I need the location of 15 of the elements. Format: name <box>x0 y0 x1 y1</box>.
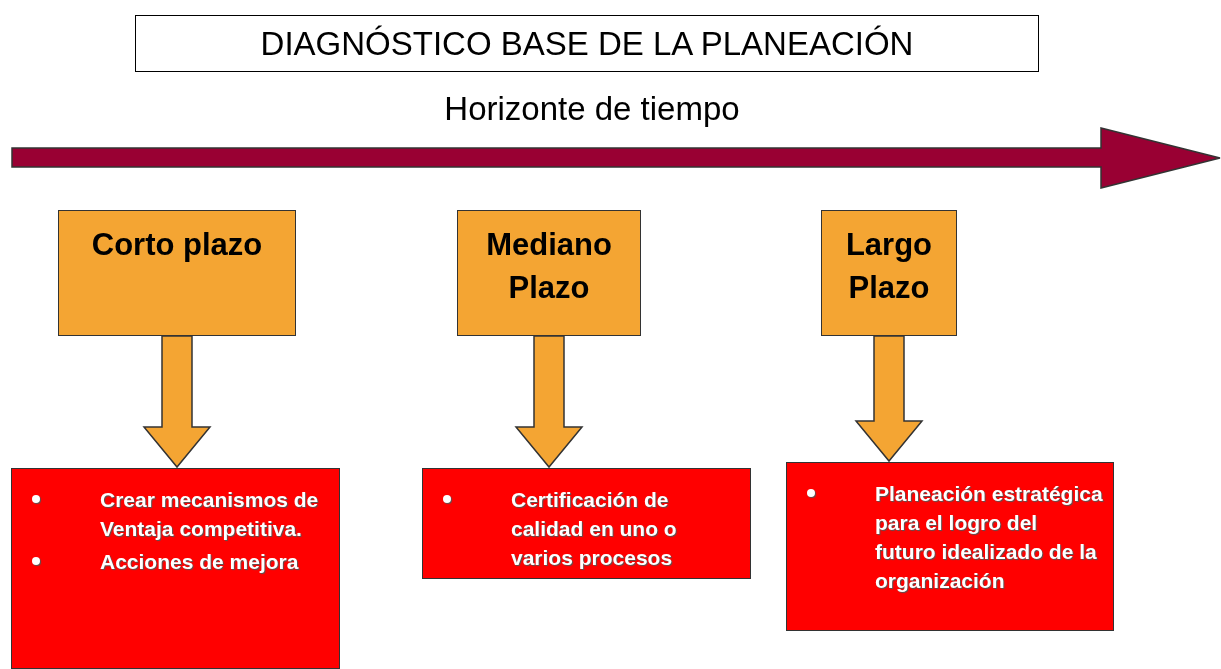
block-arrow <box>514 335 584 469</box>
bullet-list-box <box>11 468 340 669</box>
term-box: Mediano Plazo <box>457 210 641 336</box>
bullet-list-box <box>786 462 1114 631</box>
title-box: DIAGNÓSTICO BASE DE LA PLANEACIÓN <box>135 15 1039 72</box>
block-arrow <box>854 335 924 463</box>
list-item-text: Crear mecanismos de Ventaja competitiva. <box>100 488 319 540</box>
list-item-text: Planeación estratégica para el logro del futuro idealizado de la organización <box>875 482 1103 592</box>
term-box: Largo Plazo <box>821 210 957 336</box>
list-item-text: Acciones de mejora <box>100 550 299 573</box>
list-item-text: Certificación de calidad en uno o varios procesos <box>511 488 677 569</box>
block-arrow <box>142 335 212 469</box>
bullet-list-box <box>422 468 751 579</box>
axis-label: Horizonte de tiempo <box>443 90 741 128</box>
term-box: Corto plazo <box>58 210 296 336</box>
